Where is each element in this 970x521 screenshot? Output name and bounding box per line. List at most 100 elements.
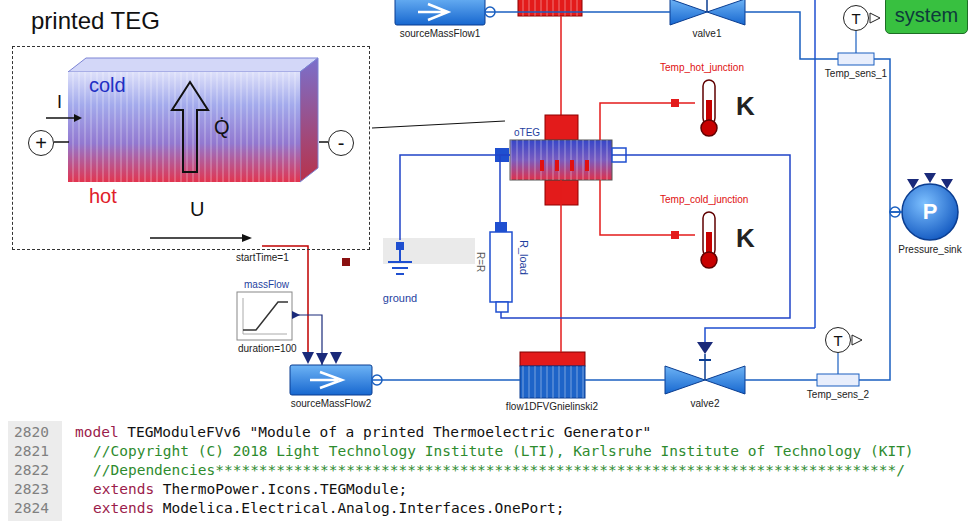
node-label: P	[923, 201, 938, 223]
node-sublabel: Pressure_sink	[898, 244, 961, 256]
heat-wire	[600, 180, 695, 235]
temperature-sensor: Temp_sens_2	[817, 374, 859, 386]
node-sublabel: K	[736, 92, 755, 122]
sensor-output	[870, 13, 880, 23]
voltage-arrow-head	[242, 234, 252, 242]
teg-module-icon	[510, 140, 612, 180]
input-triangle	[941, 179, 953, 189]
signal-port	[342, 258, 350, 266]
sensor-output	[852, 335, 862, 345]
sensor-link	[837, 353, 838, 374]
code-text: Modelica.Electrical.Analog.Interfaces.On…	[163, 500, 565, 517]
control-wire	[705, 328, 815, 342]
leader-line	[372, 121, 505, 128]
sensor-link	[855, 31, 856, 53]
parameter-label: startTime=1	[236, 252, 289, 264]
valve-icon	[665, 366, 705, 394]
valve: valve2	[665, 366, 745, 394]
code-text: ThermoPower.Icons.TEGModule;	[163, 481, 407, 498]
faded-block	[383, 238, 475, 264]
teg-front-face	[68, 72, 300, 182]
node-label: valve1	[693, 28, 722, 40]
temperature-sensor-dial: T	[825, 327, 851, 353]
node-label: Temp_sens_1	[825, 68, 887, 80]
fluid-pipe	[745, 12, 838, 59]
valve-icon	[705, 366, 745, 394]
code-comment: //Dependencies**************************…	[93, 462, 905, 479]
ramp-axes	[243, 298, 287, 334]
ramp-curve	[243, 302, 288, 330]
terminal-wire	[54, 141, 69, 143]
pressure-sink-icon	[902, 184, 958, 240]
ramp-source: massFlowduration=100	[237, 292, 292, 340]
control-wire	[814, 0, 816, 328]
pressure-sink: PPressure_sink	[902, 184, 958, 240]
thermometer-stem	[703, 80, 715, 124]
line-number: 2823	[14, 481, 49, 498]
node-label: Temp_sens_2	[807, 389, 869, 401]
temperature-sensor: Temp_sens_1	[838, 53, 874, 65]
node-label: ground	[383, 292, 417, 305]
flow-symbol	[418, 4, 448, 20]
mass-flow-source: sourceMassFlow2	[290, 365, 372, 395]
node-label: sourceMassFlow1	[400, 28, 481, 40]
current-arrow	[46, 117, 74, 119]
ground-line	[399, 250, 401, 262]
node-sublabel: R=R	[475, 252, 487, 272]
line-number: 2820	[14, 424, 49, 441]
teg-block: coldhot	[69, 59, 319, 183]
terminal-wire	[319, 141, 328, 143]
pin-negative	[496, 302, 508, 312]
teg-mark	[540, 160, 544, 171]
system-block: system	[885, 0, 968, 34]
heat-flow-arrow	[172, 82, 208, 172]
thermometer: Temp_cold_junctionK	[695, 210, 725, 269]
valve-stem	[699, 359, 711, 361]
teg-mark	[570, 160, 574, 171]
heat-wire	[600, 103, 695, 140]
node-label: system	[895, 5, 958, 25]
ground-line	[396, 273, 404, 275]
code-text: TEGModuleFVv6 "Module of a printed Therm…	[127, 424, 651, 441]
input-triangle	[302, 352, 314, 364]
current-arrow-head	[74, 114, 82, 122]
electric-wire	[400, 155, 510, 240]
fluid-pipe	[745, 379, 817, 381]
valve-icon	[670, 0, 707, 25]
node-label: R_load	[517, 240, 530, 275]
flow-symbol	[310, 372, 342, 388]
node-label: cold	[89, 74, 126, 97]
valve: valve1	[670, 0, 745, 25]
temperature-sensor-dial: T	[843, 5, 869, 31]
ground-symbol: ground	[386, 240, 414, 276]
line-number-band	[8, 421, 62, 521]
teg-module: oTEG	[510, 140, 612, 180]
ground-line	[392, 267, 408, 269]
code-panel	[0, 418, 970, 521]
node-label: massFlow	[244, 279, 289, 291]
input-triangle	[924, 173, 936, 183]
ground-line	[388, 261, 412, 263]
valve-icon	[707, 0, 745, 25]
code-keyword: extends	[93, 500, 154, 517]
current-symbol: I	[57, 92, 62, 113]
input-triangle	[330, 352, 342, 364]
heat-wire	[560, 16, 562, 115]
valve-stem	[704, 354, 706, 380]
node-label: -	[338, 133, 345, 153]
node-label: Temp_hot_junction	[660, 62, 744, 74]
line-number: 2821	[14, 443, 49, 460]
node-sublabel: hot	[89, 185, 117, 208]
teg-module-stripes	[510, 140, 612, 180]
node-label: sourceMassFlow2	[291, 398, 372, 410]
thermometer-bulb	[701, 252, 717, 268]
teg-mark	[585, 160, 589, 171]
line-number: 2824	[14, 500, 49, 517]
fluid-pipe	[874, 59, 902, 212]
code-keyword: model	[75, 424, 119, 441]
node-sublabel: duration=100	[238, 343, 297, 355]
hot-pipe-stripes	[518, 0, 582, 16]
